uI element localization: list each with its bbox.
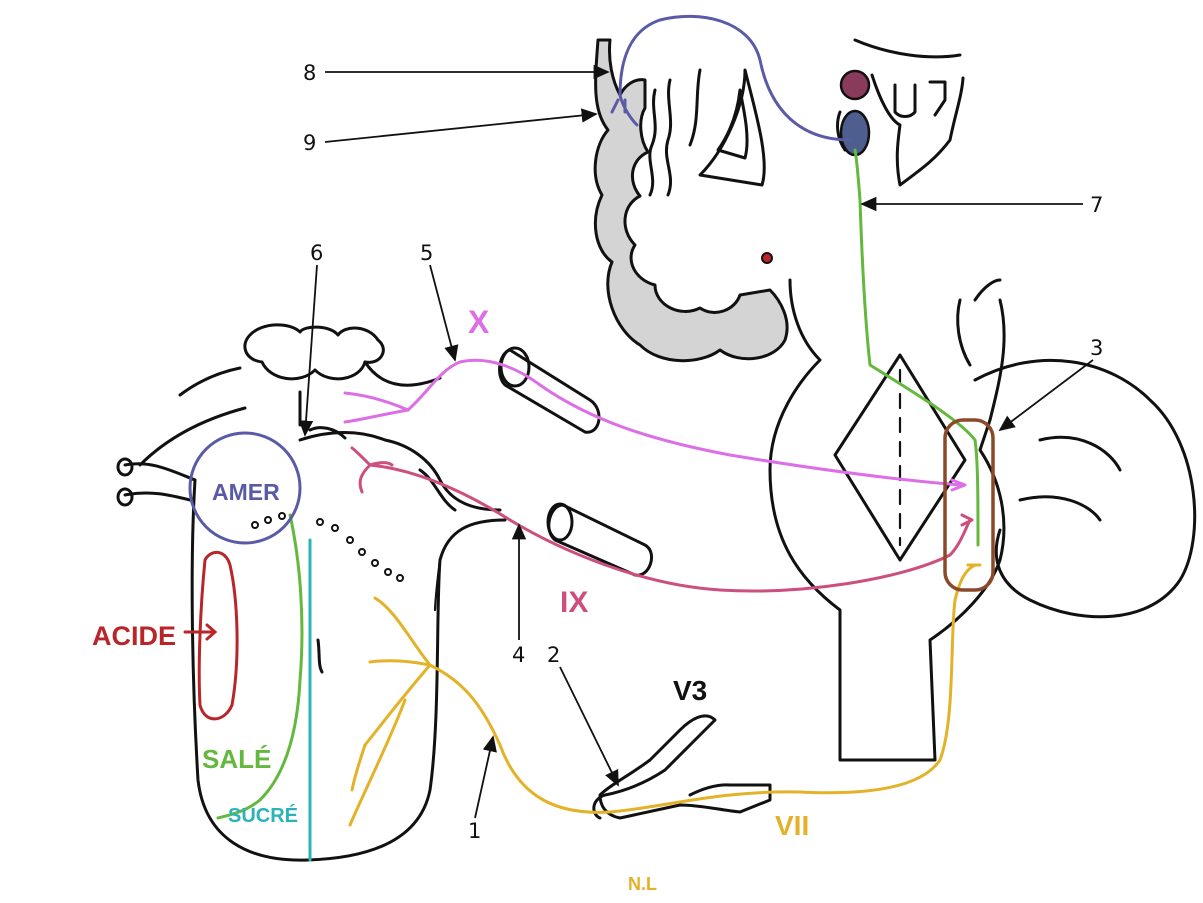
label-2: 2 — [547, 643, 560, 667]
vallate-papillae — [252, 513, 403, 581]
label-nl: N.L — [628, 874, 657, 894]
label-vii: VII — [775, 810, 809, 841]
nerve-vii-path — [350, 565, 980, 825]
label-6: 6 — [310, 241, 323, 265]
label-acide: ACIDE — [92, 621, 176, 651]
nerve-x-path — [345, 360, 965, 490]
nerve-ix-path — [352, 448, 972, 591]
label-amer: AMER — [212, 479, 280, 505]
thalamocortical-path — [612, 16, 850, 140]
label-3: 3 — [1090, 336, 1103, 360]
glossopharyngeal-ganglion — [548, 504, 652, 575]
label-1: 1 — [468, 819, 481, 843]
label-v3: V3 — [673, 675, 707, 706]
label-x: X — [468, 304, 490, 340]
tongue-outline — [118, 325, 505, 860]
label-5: 5 — [420, 241, 433, 265]
label-sale: SALÉ — [202, 744, 271, 774]
label-8: 8 — [303, 61, 316, 85]
label-sucre: SUCRÉ — [228, 804, 298, 827]
aqueduct-dot — [762, 253, 772, 263]
label-4: 4 — [512, 643, 525, 667]
label-7: 7 — [1090, 193, 1103, 217]
brainstem-outline — [770, 280, 1195, 760]
label-9: 9 — [303, 131, 316, 155]
insular-cortex — [595, 40, 787, 361]
label-ix: IX — [560, 586, 588, 619]
acide-region — [199, 552, 237, 719]
